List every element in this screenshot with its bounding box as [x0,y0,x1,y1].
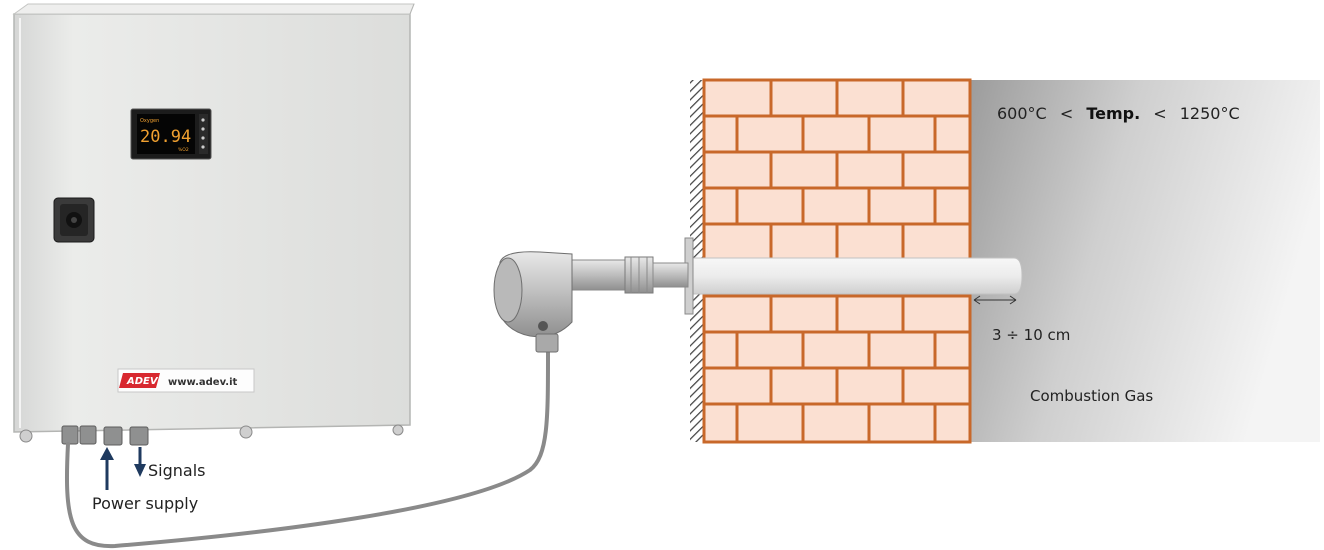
temp-max: 1250°C [1180,104,1240,123]
temp-min: 600°C [997,104,1047,123]
display-top-text: Oxygen [140,118,159,124]
signals-label: Signals [148,461,205,480]
combustion-gas-label: Combustion Gas [1030,387,1153,405]
temp-lt-1: < [1060,104,1073,123]
signals-arrow [134,447,146,477]
power-supply-arrow [100,447,114,490]
svg-text:600°C < Temp. <: 600°C < Temp. < 1250°C [997,104,1240,123]
distance-label: 3 ÷ 10 cm [992,326,1070,344]
temp-word: Temp. [1086,104,1140,123]
temp-lt-2: < [1153,104,1166,123]
brand-label: ADEV www.adev.it [118,369,254,392]
display-reading: 20.94 [140,127,191,147]
power-supply-label: Power supply [92,494,198,513]
display-panel: Oxygen 20.94 %O2 [131,109,211,159]
display-unit: %O2 [178,147,189,153]
brand-url: www.adev.it [168,377,237,388]
brand-logo: ADEV [126,376,159,387]
door-lock-icon [54,198,94,242]
cable-glands [62,426,148,445]
